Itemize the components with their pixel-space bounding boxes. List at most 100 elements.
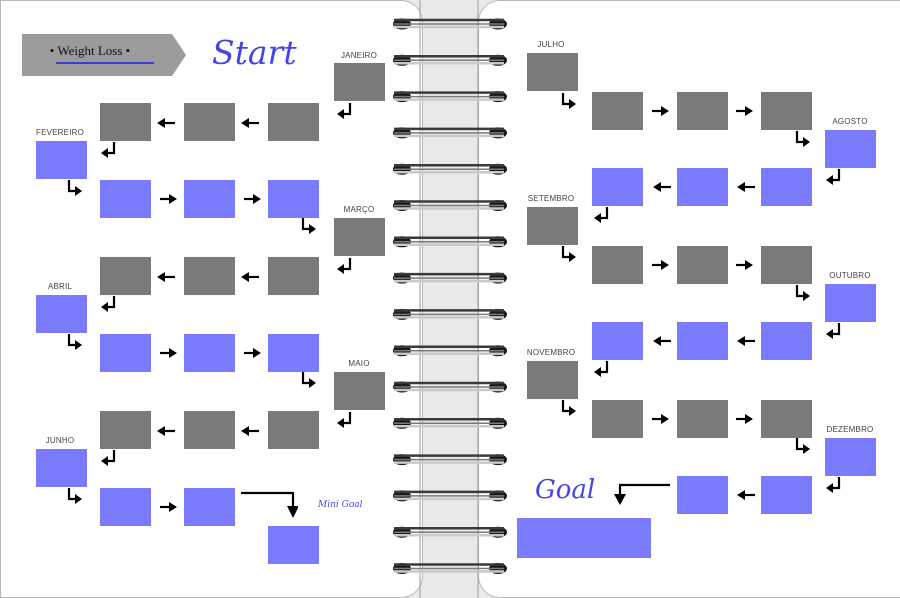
binding-ring (393, 417, 507, 429)
arrow-down-right-icon (561, 246, 576, 262)
tracker-box[interactable] (677, 168, 728, 206)
binding-ring (393, 200, 507, 211)
tracker-box[interactable] (100, 488, 151, 526)
arrow-down-left-icon (337, 103, 352, 119)
binding-ring (393, 91, 507, 103)
tracker-box[interactable] (334, 372, 385, 410)
tracker-box[interactable] (334, 63, 385, 101)
month-label-novembro: NOVEMBRO (526, 348, 576, 357)
month-label-setembro: SETEMBRO (527, 194, 575, 203)
tracker-box[interactable] (268, 526, 319, 564)
tracker-box[interactable] (761, 168, 812, 206)
tracker-box[interactable] (100, 334, 151, 372)
tracker-box[interactable] (268, 411, 319, 449)
tracker-box[interactable] (761, 322, 812, 360)
tracker-box[interactable] (527, 207, 578, 245)
binding-ring (393, 526, 507, 538)
arrow-right-icon (736, 414, 753, 424)
arrow-left-icon (737, 182, 755, 192)
binding-ring (393, 272, 507, 284)
title-banner (22, 34, 186, 76)
tracker-box[interactable] (184, 411, 235, 449)
tracker-box[interactable] (268, 257, 319, 295)
tracker-box[interactable] (527, 361, 578, 399)
spiral-binding (393, 0, 507, 598)
arrow-left-icon (241, 118, 259, 128)
tracker-box[interactable] (268, 180, 319, 218)
binding-ring (393, 308, 507, 320)
tracker-box[interactable] (100, 411, 151, 449)
tracker-box[interactable] (268, 334, 319, 372)
tracker-box[interactable] (677, 92, 728, 130)
month-label-janeiro: JANEIRO (340, 51, 378, 60)
tracker-box[interactable] (761, 246, 812, 284)
month-label-maio: MAIO (348, 359, 370, 368)
binding-ring (393, 127, 507, 139)
arrow-right-icon (160, 348, 177, 358)
arrow-to-goal-icon (614, 483, 670, 505)
tracker-box[interactable] (527, 53, 578, 91)
arrow-left-icon (737, 336, 755, 346)
tracker-box[interactable] (184, 257, 235, 295)
arrow-right-icon (736, 260, 753, 270)
binding-ring (393, 454, 507, 466)
tracker-box[interactable] (592, 246, 643, 284)
binding-ring (393, 163, 507, 175)
arrow-to-mini-goal-icon (241, 491, 298, 518)
arrow-left-icon (737, 490, 755, 500)
arrow-right-icon (160, 502, 177, 512)
tracker-box[interactable] (100, 180, 151, 218)
tracker-box[interactable] (100, 257, 151, 295)
arrow-down-left-icon (826, 323, 841, 339)
arrow-right-icon (736, 106, 753, 116)
tracker-box[interactable] (268, 103, 319, 141)
tracker-box[interactable] (36, 295, 87, 333)
arrow-left-icon (653, 182, 671, 192)
tracker-box[interactable] (100, 103, 151, 141)
arrow-left-icon (157, 272, 175, 282)
tracker-box[interactable] (677, 246, 728, 284)
tracker-box[interactable] (761, 92, 812, 130)
tracker-box[interactable] (677, 476, 728, 514)
month-label-marco: MARÇO (343, 205, 375, 214)
arrow-down-left-icon (826, 477, 841, 493)
tracker-box[interactable] (825, 438, 876, 476)
tracker-box[interactable] (334, 218, 385, 256)
arrow-down-left-icon (101, 142, 116, 158)
tracker-box[interactable] (184, 180, 235, 218)
arrow-left-icon (241, 426, 259, 436)
goal-box[interactable] (517, 518, 651, 558)
tracker-box[interactable] (592, 168, 643, 206)
arrow-left-icon (157, 426, 175, 436)
arrow-right-icon (244, 348, 261, 358)
tracker-box[interactable] (184, 103, 235, 141)
tracker-box[interactable] (592, 400, 643, 438)
arrow-down-right-icon (561, 400, 576, 416)
arrow-right-icon (160, 194, 177, 204)
month-label-julho: JULHO (537, 40, 565, 49)
tracker-box[interactable] (677, 322, 728, 360)
tracker-box[interactable] (761, 476, 812, 514)
tracker-box[interactable] (825, 130, 876, 168)
arrow-down-right-icon (301, 372, 316, 388)
month-label-outubro: OUTUBRO (829, 271, 871, 280)
binding-ring (393, 54, 507, 66)
arrow-down-left-icon (826, 169, 841, 185)
tracker-box[interactable] (184, 334, 235, 372)
arrow-down-left-icon (594, 361, 609, 377)
arrow-down-right-icon (795, 438, 810, 454)
tracker-box[interactable] (592, 322, 643, 360)
month-label-abril: ABRIL (47, 282, 73, 291)
tracker-box[interactable] (825, 284, 876, 322)
tracker-box[interactable] (36, 141, 87, 179)
arrow-down-right-icon (67, 488, 82, 504)
tracker-box[interactable] (36, 449, 87, 487)
tracker-box[interactable] (761, 400, 812, 438)
tracker-box[interactable] (184, 488, 235, 526)
tracker-box[interactable] (677, 400, 728, 438)
arrow-down-right-icon (561, 93, 576, 109)
binding-ring (393, 345, 507, 357)
tracker-box[interactable] (592, 92, 643, 130)
arrow-down-right-icon (301, 218, 316, 234)
